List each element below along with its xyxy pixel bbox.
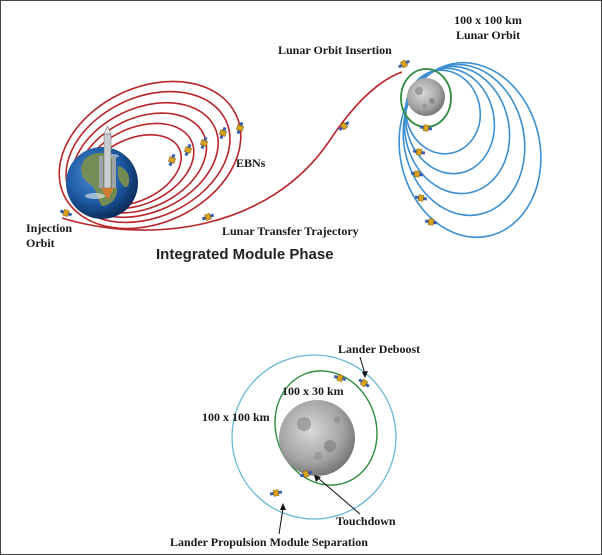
earth-cloud: [85, 193, 105, 199]
propulsion-separation-label: Lander Propulsion Module Separation: [170, 535, 368, 549]
lunar-orbit-label-line: 100 x 100 km: [454, 13, 522, 27]
spacecraft-icon: [59, 207, 73, 219]
moon-crater: [297, 417, 311, 431]
launch-vehicle-booster: [99, 156, 103, 188]
annotation-arrows: [278, 356, 368, 535]
orbit-100x30-label: 100 x 30 km: [282, 384, 344, 398]
arrow-head: [314, 475, 321, 482]
launch-plume: [101, 188, 114, 200]
spacecraft-icon: [333, 373, 347, 383]
spacecraft-icon: [217, 126, 229, 140]
moon-globe: [407, 78, 445, 116]
circular-orbit-100x100: [231, 354, 397, 520]
spacecraft-icon: [166, 153, 178, 167]
lunar-transfer-trajectory-label: Lunar Transfer Trajectory: [222, 224, 359, 238]
injection-orbit-label-line: Orbit: [26, 236, 55, 250]
arrow-head: [362, 371, 368, 378]
lander-deboost-label: Lander Deboost: [338, 342, 421, 356]
spacecraft-icon: [201, 211, 215, 223]
earth-orbit: [58, 80, 242, 230]
moon-upper: [407, 78, 445, 116]
moon-orbit: [398, 61, 542, 239]
lunar-orbit-label: 100 x 100 km Lunar Orbit: [436, 13, 540, 43]
spacecraft-icon: [182, 143, 194, 157]
moon-crater: [429, 98, 435, 104]
injection-orbit-label: Injection Orbit: [26, 221, 72, 251]
lunar-transfer-trajectory: [61, 71, 403, 231]
moon-orbit: [402, 63, 526, 217]
lunar-orbit-insertion-label: Lunar Orbit Insertion: [278, 43, 392, 57]
moon-orbit: [404, 67, 496, 175]
lunar-orbit-label-line: Lunar Orbit: [455, 28, 521, 42]
arrow-head: [280, 503, 286, 510]
moon-crater: [333, 416, 341, 424]
arrow-touchdown: [317, 477, 361, 515]
moon-lower: [279, 400, 355, 476]
launch-vehicle-body: [103, 133, 112, 189]
spacecraft-icon: [410, 169, 424, 179]
phase-title: Integrated Module Phase: [156, 246, 334, 263]
spacecraft-icon: [424, 217, 438, 227]
ebns-label: EBNs: [236, 156, 266, 170]
moon-orbit: [403, 65, 511, 195]
spacecraft-icon: [269, 488, 283, 498]
touchdown-label: Touchdown: [336, 514, 396, 528]
moon-bound-orbits: [398, 61, 542, 239]
moon-crater: [422, 103, 428, 109]
arrow-lander-deboost: [359, 356, 366, 375]
spacecraft-icon: [397, 58, 411, 70]
spacecraft-icon: [357, 376, 371, 390]
lander-orbits: [231, 354, 397, 520]
arrow-separation: [278, 507, 284, 535]
launch-vehicle-nose: [103, 125, 112, 135]
moon-crater: [314, 452, 322, 460]
earth-continent: [118, 166, 130, 188]
injection-orbit-label-line: Injection: [26, 221, 72, 235]
spacecraft-icon: [419, 123, 433, 133]
launch-vehicle: [99, 125, 116, 200]
launch-vehicle-booster: [112, 156, 116, 188]
moon-globe: [279, 400, 355, 476]
moon-crater: [415, 87, 423, 95]
orbit-100x100-label: 100 x 100 km: [202, 410, 270, 424]
moon-crater: [324, 440, 336, 452]
descent-orbit-100x30: [274, 370, 378, 486]
